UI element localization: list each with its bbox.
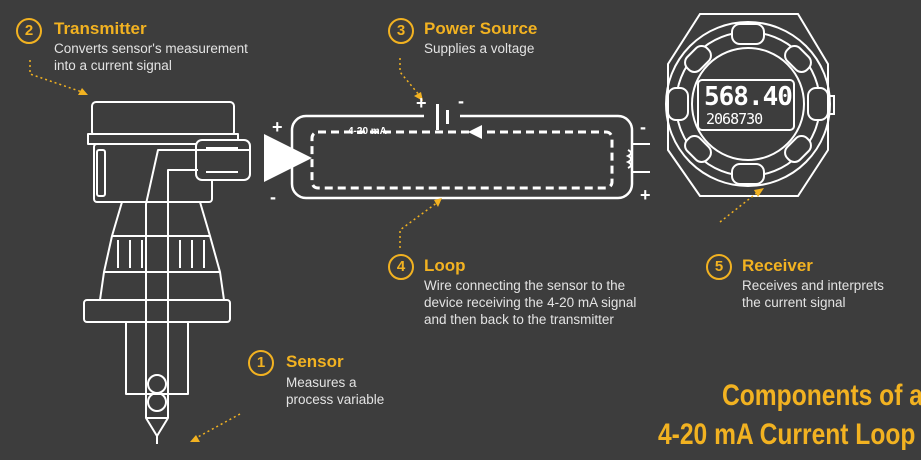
current-flow-arrow xyxy=(468,125,482,139)
callout-title-receiver: Receiver xyxy=(742,256,813,275)
display-primary-value: 568.40 xyxy=(704,82,793,112)
callout-desc-sensor: Measures a process variable xyxy=(286,374,384,408)
callout-desc-line: Receives and interprets xyxy=(742,278,884,293)
callout-desc-line: and then back to the transmitter xyxy=(424,312,614,327)
callout-desc-line: Wire connecting the sensor to the xyxy=(424,278,626,293)
callout-desc-transmitter: Converts sensor's measurement into a cur… xyxy=(54,40,248,74)
callout-title-loop: Loop xyxy=(424,256,466,275)
loop-wiring xyxy=(290,114,634,200)
receiver-device xyxy=(665,13,835,197)
battery-plus-sign: + xyxy=(416,93,427,113)
display-secondary-value: 2068730 xyxy=(706,110,763,128)
callout-number-receiver: 5 xyxy=(706,254,732,280)
receiver-plus-sign: + xyxy=(640,185,651,205)
callout-desc-line: Measures a xyxy=(286,375,357,390)
callout-number-loop: 4 xyxy=(388,254,414,280)
transmitter-plus-sign: + xyxy=(272,117,283,137)
callout-leaders xyxy=(29,58,759,439)
transmitter-device xyxy=(83,101,251,444)
headline-line-2: 4-20 mA Current Loop xyxy=(658,418,916,451)
callout-desc-loop: Wire connecting the sensor to the device… xyxy=(424,277,636,328)
leader-arrowheads xyxy=(78,88,764,442)
headline-line-1: Components of a xyxy=(722,379,921,412)
callout-desc-line: the current signal xyxy=(742,295,846,310)
callout-desc-line: Supplies a voltage xyxy=(424,41,535,56)
callout-title-sensor: Sensor xyxy=(286,352,344,371)
callout-title-power-source: Power Source xyxy=(424,19,538,38)
current-flow-path xyxy=(310,130,614,190)
battery-symbol xyxy=(424,104,460,130)
receiver-minus-sign: - xyxy=(640,117,646,137)
callout-number-power-source: 3 xyxy=(388,18,414,44)
callout-desc-line: Converts sensor's measurement xyxy=(54,41,248,56)
loop-current-label: 4-20 mA xyxy=(348,126,387,137)
signal-output-arrow xyxy=(264,134,312,182)
callout-desc-line: device receiving the 4-20 mA signal xyxy=(424,295,637,310)
receiver-input-resistor xyxy=(625,143,650,173)
callout-number-sensor: 1 xyxy=(248,350,274,376)
callout-number-transmitter: 2 xyxy=(16,18,42,44)
transmitter-minus-sign: - xyxy=(270,187,276,207)
callout-title-transmitter: Transmitter xyxy=(54,19,147,38)
callout-desc-line: process variable xyxy=(286,392,385,407)
callout-desc-line: into a current signal xyxy=(54,58,172,73)
battery-minus-sign: - xyxy=(458,91,464,111)
callout-desc-receiver: Receives and interprets the current sign… xyxy=(742,277,884,311)
callout-desc-power-source: Supplies a voltage xyxy=(424,40,534,57)
